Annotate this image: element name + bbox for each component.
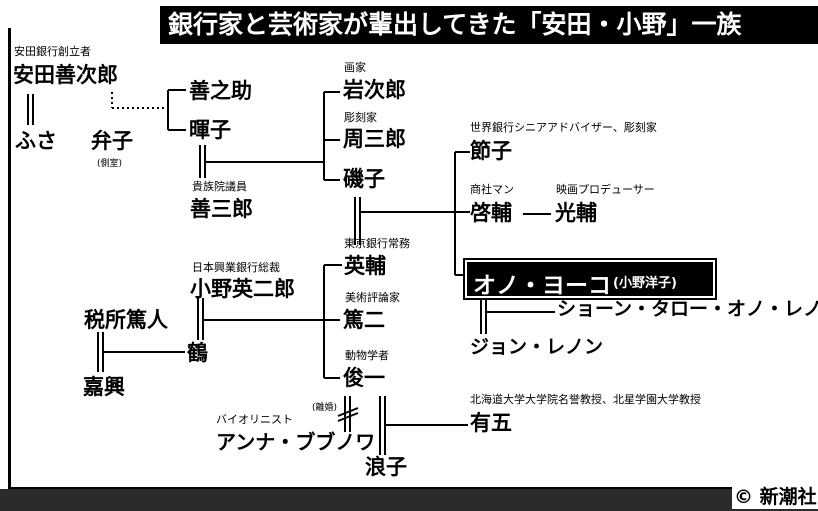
diagram-frame [8, 28, 818, 490]
setsuko-caption: 世界銀行シニアアドバイザー、彫刻家 [470, 121, 657, 134]
zeisho-name: 税所篤人 [84, 307, 168, 332]
zenzaburo-name: 善三郎 [190, 196, 253, 221]
bottom-strip [0, 489, 818, 511]
kosuke-caption: 映画プロデューサー [556, 183, 655, 196]
copyright: © 新潮社 [732, 482, 818, 509]
divorce-mark [337, 412, 359, 422]
shuzaburo-name: 周三郎 [343, 126, 406, 151]
tsuru-name: 鶴 [187, 340, 208, 365]
eijiro-name: 小野英二郎 [190, 276, 295, 301]
yoko-subname: (小野洋子) [613, 276, 677, 291]
eijiro-caption: 日本興業銀行総裁 [192, 261, 280, 274]
shunichi-caption: 動物学者 [345, 349, 389, 362]
iwajiro-name: 岩次郎 [343, 77, 406, 102]
diagram-title: 銀行家と芸術家が輩出してきた「安田・小野」一族 [160, 6, 818, 44]
yoko-highlight-box: オノ・ヨーコ (小野洋子) [463, 258, 717, 300]
fusa-name: ふさ [15, 128, 57, 153]
zenjiro-name: 安田善次郎 [13, 62, 118, 87]
keisuke-caption: 商社マン [470, 183, 514, 196]
kosuke-name: 光輔 [555, 200, 597, 225]
zenjiro-caption: 安田銀行創立者 [14, 45, 91, 58]
teruko-name: 暉子 [189, 117, 231, 142]
anna-caption: バイオリニスト [216, 413, 293, 426]
yugo-name: 有五 [470, 410, 512, 435]
keisuke-name: 啓輔 [470, 200, 512, 225]
shunichi-name: 俊一 [343, 365, 385, 390]
benko-note: (側室) [97, 159, 123, 169]
eisuke-caption: 東京銀行常務 [344, 237, 410, 250]
benko-name: 弁子 [91, 128, 133, 153]
namiko-name: 浪子 [365, 454, 407, 479]
anna-name: アンナ・ブブノワ [216, 430, 376, 454]
shuzaburo-caption: 彫刻家 [344, 111, 377, 124]
zennosuke-name: 善之助 [189, 78, 252, 103]
zenzaburo-caption: 貴族院議員 [192, 180, 247, 193]
john-name: ジョン・レノン [470, 336, 604, 358]
atsuji-caption: 美術評論家 [345, 291, 400, 304]
yugo-caption: 北海道大学大学院名誉教授、北星学園大学教授 [470, 393, 701, 406]
setsuko-name: 節子 [470, 138, 512, 163]
isoko-name: 磯子 [343, 166, 385, 191]
atsuji-name: 篤二 [343, 307, 385, 332]
eisuke-name: 英輔 [344, 253, 386, 278]
yoko-name: オノ・ヨーコ [473, 273, 611, 299]
kayo-name: 嘉興 [83, 374, 125, 399]
iwajiro-caption: 画家 [344, 61, 366, 74]
divorce-mark [337, 407, 359, 417]
sean-name: ショーン・タロー・オノ・レノン [557, 298, 818, 320]
anna-note: (離婚) [312, 403, 338, 413]
